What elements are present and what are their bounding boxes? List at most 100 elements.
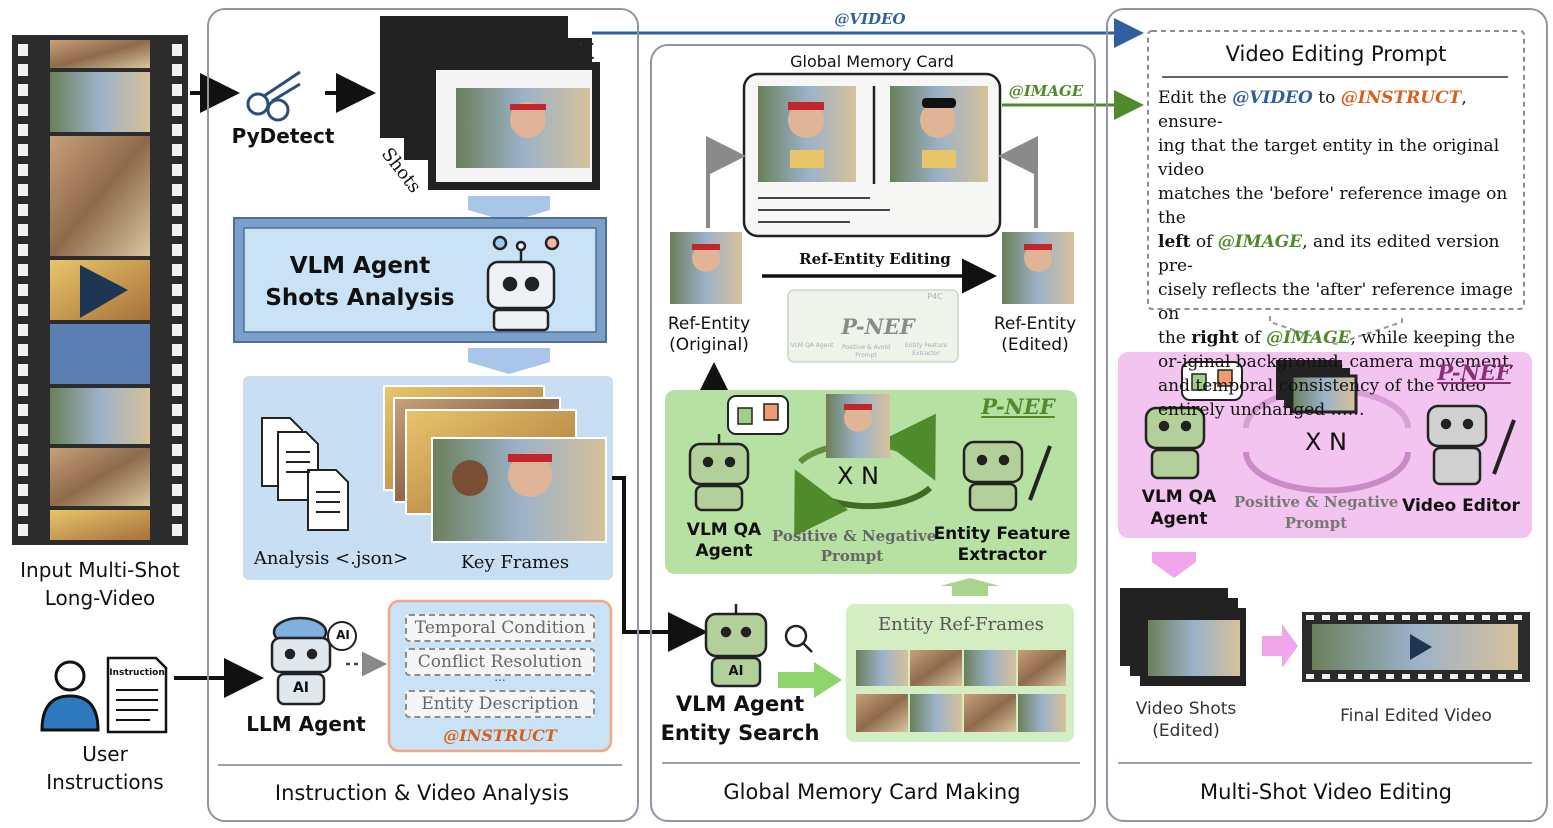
- vlm-qa-agent-label: VLM QA Agent: [672, 520, 776, 562]
- efe-line1: Entity Feature: [933, 524, 1071, 544]
- p-l1c: to: [1312, 88, 1341, 108]
- pnef-box-panel2: [665, 390, 1077, 574]
- shots-edited-line2: (Edited): [1152, 721, 1220, 741]
- global-memory-card: [742, 72, 1002, 238]
- input-label: Input Multi-Shot Long-Video: [0, 556, 200, 612]
- p-l4d: , and its edited version pre-: [1158, 232, 1500, 276]
- panel-memory-card: [650, 44, 1096, 822]
- llm-robot-icon: [270, 616, 332, 706]
- key-frames-label: Key Frames: [460, 552, 570, 573]
- ref-entity-original-label: Ref-Entity (Original): [650, 314, 768, 356]
- prompt-line9: entirely unchanged ……: [1158, 400, 1365, 420]
- ref-orig-line2: (Original): [669, 335, 749, 355]
- play-icon: [80, 265, 128, 318]
- ghost-label-prompt: Positive & Avoid Prompt: [841, 344, 891, 359]
- qa-robot-icon: [688, 434, 750, 512]
- vlm-line1: VLM Agent: [289, 253, 431, 279]
- search-robot-icon: [704, 604, 768, 688]
- instruct-item-conflict: Conflict Resolution: [405, 648, 595, 676]
- p-l1b: @VIDEO: [1232, 88, 1313, 108]
- vlm-qa-agent-label-2: VLM QA Agent: [1124, 486, 1234, 530]
- search-line1: VLM Agent: [675, 692, 805, 716]
- vlm-shots-analysis-label: VLM Agent Shots Analysis: [250, 250, 470, 314]
- ref-entity-editing-label: Ref-Entity Editing: [799, 250, 951, 268]
- ref-orig-line1: Ref-Entity: [667, 314, 751, 334]
- user-label-line2: Instructions: [46, 770, 164, 794]
- prompt-line7: or-iginal background, camera movement,: [1158, 352, 1515, 372]
- ref-frames-grid: [856, 650, 1066, 732]
- scissors-icon: [246, 70, 301, 122]
- llm-ai-bubble: AI: [336, 628, 350, 642]
- pydetect-label: PyDetect: [231, 124, 335, 148]
- image-tag: @IMAGE: [1008, 82, 1084, 100]
- xn-label-panel3: X N: [1304, 428, 1348, 456]
- p-l6d: @IMAGE: [1266, 328, 1351, 348]
- user-label: User Instructions: [0, 740, 210, 796]
- document-icon: [261, 417, 349, 531]
- pn-line2: Prompt: [820, 547, 884, 565]
- shots-edited-line1: Video Shots: [1135, 699, 1237, 719]
- ghost-pnef-label: P-NEF: [841, 314, 915, 339]
- final-video-film: [1302, 612, 1530, 682]
- p-l4a: left: [1158, 232, 1191, 252]
- shots-stack: [380, 16, 600, 190]
- panel2-title: Global Memory Card Making: [723, 780, 1021, 804]
- input-film-strip: [12, 35, 188, 545]
- input-label-line1: Input Multi-Shot: [20, 558, 180, 582]
- instruction-document-icon: [106, 656, 168, 734]
- extractor-robot-icon: [962, 440, 1052, 512]
- prompt-box: [1147, 30, 1525, 310]
- ref-edit-line1: Ref-Entity: [993, 314, 1077, 334]
- ref-edit-line2: (Edited): [1001, 335, 1069, 355]
- p-l6c: of: [1238, 328, 1267, 348]
- video-shots-edited-label: Video Shots (Edited): [1118, 698, 1254, 742]
- xn-label-panel2: X N: [836, 462, 880, 490]
- entity-feature-extractor-label: Entity Feature Extractor: [930, 524, 1074, 566]
- video-tag: @VIDEO: [834, 10, 906, 28]
- qa-line1: VLM QA: [686, 520, 762, 540]
- entity-ref-frames-label: Entity Ref-Frames: [878, 614, 1044, 635]
- shots-mini-stack: [1276, 360, 1358, 414]
- video-editor-robot-icon: [1426, 404, 1516, 486]
- svg-text:·: ·: [590, 48, 596, 69]
- memory-card-title: Global Memory Card: [790, 52, 954, 71]
- user-icon: [40, 660, 100, 732]
- qa-line2: Agent: [695, 541, 753, 561]
- prompt-line4: left of @IMAGE, and its edited version p…: [1158, 230, 1518, 278]
- instruct-ellipsis: ...: [494, 670, 506, 684]
- prompt-line6: the right of @IMAGE, while keeping the: [1158, 326, 1518, 350]
- p-l1a: Edit the: [1158, 88, 1233, 108]
- pn-line1: Positive & Negative: [772, 527, 937, 545]
- ref-entity-edited-label: Ref-Entity (Edited): [976, 314, 1094, 356]
- vlm-line2: Shots Analysis: [265, 285, 455, 311]
- ghost-pnef-tag: P4C: [927, 292, 943, 301]
- prompt-text: Edit the @VIDEO to @INSTRUCT, ensure- in…: [1158, 86, 1518, 422]
- pos-neg-prompt-label: Positive & Negative Prompt: [772, 526, 937, 566]
- p-l6b: right: [1191, 328, 1239, 348]
- panel-video-editing: [1106, 8, 1548, 822]
- final-edited-video-label: Final Edited Video: [1340, 706, 1492, 726]
- panel-instruction-analysis: [207, 8, 639, 822]
- prompt-line1: Edit the @VIDEO to @INSTRUCT, ensure-: [1158, 86, 1518, 134]
- p-l1d: @INSTRUCT: [1340, 88, 1462, 108]
- p-l6a: the: [1158, 328, 1192, 348]
- qa-robot-icon-2: [1144, 406, 1206, 480]
- ghost-label-qa: VLM QA Agent: [790, 342, 834, 349]
- edited-shots-stack: [1120, 588, 1246, 686]
- prompt-title: Video Editing Prompt: [1225, 42, 1447, 66]
- llm-ai-badge: AI: [292, 680, 310, 696]
- magnifier-icon: [784, 624, 813, 653]
- instruct-tag: @INSTRUCT: [443, 726, 557, 745]
- panel3-title: Multi-Shot Video Editing: [1200, 780, 1452, 804]
- p-l4b: of: [1190, 232, 1218, 252]
- search-ai-badge: AI: [728, 664, 744, 679]
- qa2-line2: Agent: [1150, 509, 1208, 529]
- pos-neg-prompt-label-2: Positive & Negative Prompt: [1234, 492, 1398, 534]
- pn2-line1: Positive & Negative: [1234, 493, 1399, 511]
- thumbs-feedback-icon-2: [1181, 361, 1243, 401]
- input-label-line2: Long-Video: [44, 586, 156, 610]
- qa2-line1: VLM QA: [1141, 487, 1217, 507]
- search-line2: Entity Search: [660, 721, 820, 745]
- user-label-line1: User: [82, 742, 128, 766]
